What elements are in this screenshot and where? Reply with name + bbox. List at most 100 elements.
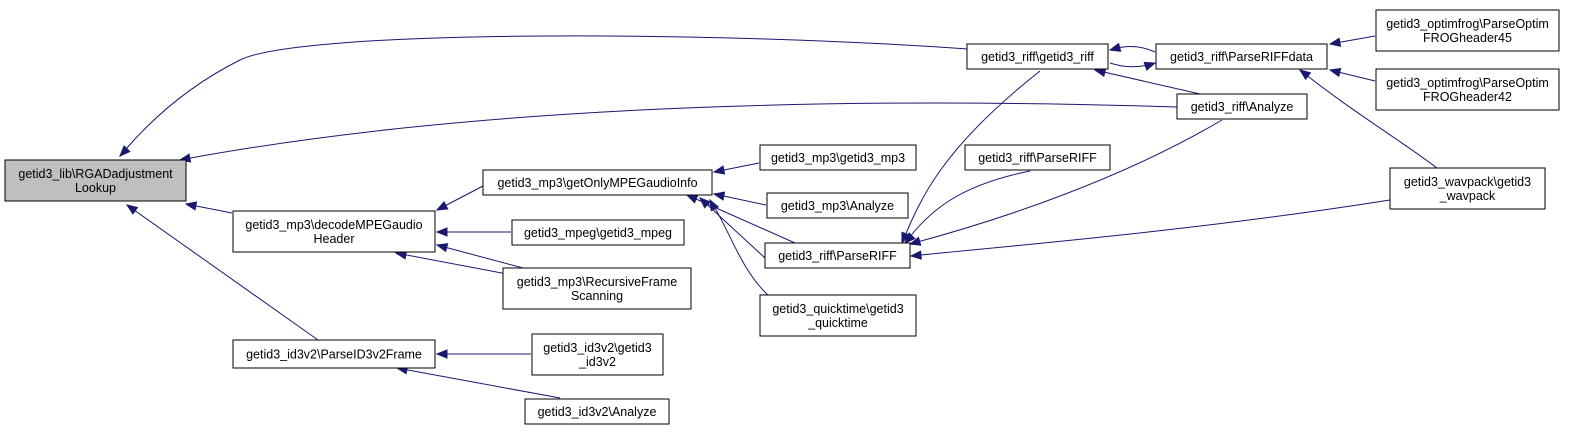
- graph-node-riffData[interactable]: getid3_riff\ParseRIFFdata: [1155, 43, 1328, 70]
- graph-node-wavpack[interactable]: getid3_wavpack\getid3_wavpack: [1389, 167, 1546, 210]
- edge-line: [436, 244, 524, 269]
- arrowhead-icon: [1143, 61, 1157, 71]
- node-label: getid3_riff\Analyze: [1191, 100, 1294, 114]
- arrowhead-icon: [435, 349, 448, 359]
- arrowhead-icon: [712, 165, 726, 175]
- node-label: getid3_mp3\getid3_mp3: [771, 151, 905, 165]
- graph-node-onlyMPEG[interactable]: getid3_mp3\getOnlyMPEGaudioInfo: [482, 169, 713, 196]
- node-label: _quicktime: [807, 316, 868, 330]
- edge-line: [1299, 69, 1438, 169]
- call-edge: [435, 349, 531, 359]
- node-box: [232, 339, 436, 369]
- node-box: [759, 294, 917, 337]
- graph-node-riffCtor[interactable]: getid3_riff\getid3_riff: [966, 43, 1109, 70]
- graph-node-mpegMpeg[interactable]: getid3_mpeg\getid3_mpeg: [511, 219, 685, 246]
- edge-line: [910, 199, 1391, 257]
- node-label: getid3_riff\ParseRIFFdata: [1170, 50, 1313, 64]
- call-edge: [712, 191, 767, 206]
- edge-line: [709, 199, 771, 298]
- edge-line: [126, 204, 319, 341]
- arrowhead-icon: [435, 243, 449, 253]
- node-box: [1389, 167, 1546, 210]
- node-label: getid3_optimfrog\ParseOptim: [1386, 76, 1549, 90]
- edge-line: [901, 70, 1041, 244]
- call-edge: [709, 198, 771, 298]
- graph-node-riffParse[interactable]: getid3_riff\ParseRIFF: [764, 242, 911, 269]
- edge-line: [909, 119, 1223, 245]
- node-label: getid3_riff\ParseRIFF: [778, 249, 897, 263]
- arrowhead-icon: [1328, 67, 1342, 78]
- node-label: _id3v2: [578, 355, 616, 369]
- call-edge: [435, 185, 484, 211]
- node-label: getid3_riff\getid3_riff: [981, 50, 1094, 64]
- call-edge: [125, 204, 319, 341]
- call-edge: [119, 35, 969, 157]
- node-box: [766, 192, 909, 219]
- call-edge: [1109, 61, 1157, 71]
- node-box: [232, 210, 436, 253]
- call-edge: [1108, 42, 1156, 53]
- arrowhead-icon: [908, 236, 922, 246]
- graph-node-mp3Analyze[interactable]: getid3_mp3\Analyze: [766, 192, 909, 219]
- graph-node-qtCtor[interactable]: getid3_quicktime\getid3_quicktime: [759, 294, 917, 337]
- node-label: getid3_mp3\RecursiveFrame: [517, 275, 678, 289]
- node-label: _wavpack: [1439, 189, 1496, 203]
- arrowhead-icon: [909, 250, 922, 260]
- node-label: getid3_mp3\getOnlyMPEGaudioInfo: [497, 176, 697, 190]
- node-label: Lookup: [75, 181, 116, 195]
- arrowhead-icon: [119, 145, 131, 157]
- node-label: getid3_mpeg\getid3_mpeg: [524, 226, 672, 240]
- node-box: [966, 43, 1109, 70]
- call-edge: [1328, 35, 1376, 47]
- call-edge: [909, 199, 1391, 260]
- arrowhead-icon: [125, 204, 139, 215]
- node-box: [1375, 9, 1560, 52]
- graph-node-parseID3v2[interactable]: getid3_id3v2\ParseID3v2Frame: [232, 339, 436, 369]
- edge-line: [904, 170, 1031, 244]
- arrowhead-icon: [184, 201, 198, 211]
- node-box: [759, 144, 917, 171]
- edge-line: [179, 102, 1178, 161]
- graph-node-mp3Ctor[interactable]: getid3_mp3\getid3_mp3: [759, 144, 917, 171]
- node-label: Scanning: [571, 289, 623, 303]
- graph-edges: [119, 35, 1438, 399]
- node-label: getid3_mp3\decodeMPEGaudio: [245, 218, 422, 232]
- node-label: getid3_lib\RGADadjustment: [18, 167, 173, 181]
- call-edge: [435, 243, 524, 269]
- arrowhead-icon: [901, 231, 911, 245]
- arrowhead-icon: [904, 232, 916, 244]
- node-box: [964, 144, 1111, 171]
- node-label: getid3_mp3\Analyze: [781, 199, 894, 213]
- arrowhead-icon: [699, 197, 711, 209]
- call-edge: [184, 201, 233, 214]
- graph-node-id3v2Ctor[interactable]: getid3_id3v2\getid3_id3v2: [531, 333, 664, 376]
- node-box: [531, 333, 664, 376]
- arrowhead-icon: [435, 227, 448, 237]
- node-box: [524, 398, 670, 425]
- edge-line: [396, 367, 561, 399]
- edge-line: [1094, 69, 1201, 95]
- graph-node-id3v2Analyze[interactable]: getid3_id3v2\Analyze: [524, 398, 670, 425]
- call-edge: [1298, 69, 1438, 169]
- node-box: [502, 267, 692, 310]
- node-label: Header: [314, 232, 355, 246]
- node-label: getid3_wavpack\getid3: [1404, 175, 1531, 189]
- arrowhead-icon: [435, 200, 449, 211]
- call-edge: [1093, 67, 1201, 95]
- node-label: getid3_riff\ParseRIFF: [978, 151, 1097, 165]
- call-edge: [908, 119, 1223, 246]
- call-edge: [1328, 67, 1376, 82]
- call-edge: [901, 70, 1041, 245]
- node-label: getid3_optimfrog\ParseOptim: [1386, 17, 1549, 31]
- graph-node-riffAnalyze[interactable]: getid3_riff\Analyze: [1176, 93, 1308, 120]
- edge-line: [699, 197, 766, 259]
- arrowhead-icon: [1328, 37, 1342, 47]
- graph-node-riffParse2[interactable]: getid3_riff\ParseRIFF: [964, 144, 1111, 171]
